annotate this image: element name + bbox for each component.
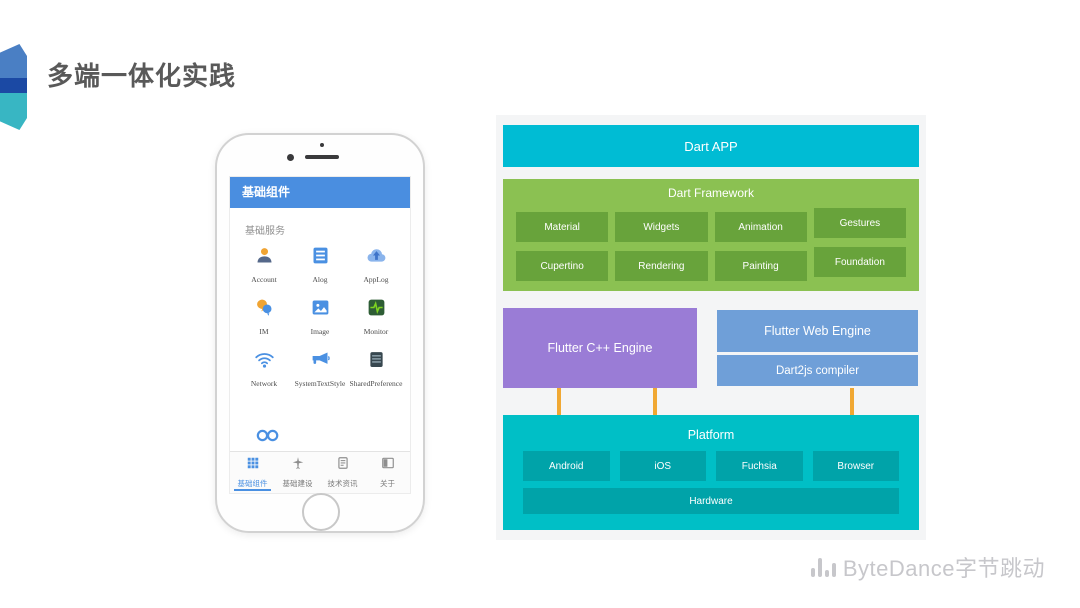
platform-layer: Platform Android iOS Fuchsia Browser Har… — [503, 415, 919, 530]
dart-app-layer: Dart APP — [503, 125, 919, 167]
framework-row: Material Widgets Animation Gestures — [516, 208, 906, 242]
framework-block-material: Material — [516, 212, 609, 242]
phone-mockup: 基础组件 基础服务 Account Alog AppLog — [215, 133, 425, 533]
platform-block-fuchsia: Fuchsia — [716, 451, 803, 481]
tab-components[interactable]: 基础组件 — [230, 452, 275, 493]
app-body: 基础服务 Account Alog AppLog — [230, 208, 410, 451]
tab-about[interactable]: 关于 — [365, 452, 410, 493]
framework-block-widgets: Widgets — [615, 212, 708, 242]
framework-block-painting: Painting — [714, 251, 807, 281]
framework-block-gestures: Gestures — [813, 208, 906, 238]
camera-dot — [287, 154, 294, 161]
shared-preference-icon — [366, 349, 387, 375]
platform-block-browser: Browser — [812, 451, 899, 481]
flutter-cpp-engine-block: Flutter C++ Engine — [503, 308, 697, 388]
framework-row: Cupertino Rendering Painting Foundation — [516, 247, 906, 281]
flutter-web-engine-block: Flutter Web Engine — [717, 310, 918, 352]
grid-item-network[interactable]: Network — [236, 349, 292, 388]
corner-decoration — [0, 44, 27, 130]
grid-item-label: SystemTextStyle — [294, 379, 346, 388]
grid-item-shared-preference[interactable]: SharedPreference — [348, 349, 404, 388]
image-icon — [310, 297, 331, 323]
grid-item-label: Account — [251, 275, 277, 284]
tab-tech-news[interactable]: 技术资讯 — [320, 452, 365, 493]
logo-text: ByteDance字节跳动 — [842, 556, 1045, 581]
system-text-style-icon — [310, 349, 331, 375]
grid-item-label: Monitor — [363, 327, 389, 336]
flutter-architecture-diagram: Dart APP Dart Framework Material Widgets… — [496, 115, 926, 540]
bottom-tab-bar: 基础组件 基础建设 技术资讯 关于 — [230, 451, 410, 493]
grid-item-label: Image — [310, 327, 330, 336]
dart-framework-layer: Dart Framework Material Widgets Animatio… — [503, 179, 919, 291]
slide-title: 多端一体化实践 — [47, 61, 237, 91]
section-title: 基础服务 — [245, 226, 285, 237]
app-header-bar: 基础组件 — [230, 177, 410, 208]
tab-infrastructure[interactable]: 基础建设 — [275, 452, 320, 493]
soundwave-bars-icon — [810, 557, 836, 577]
platform-title: Platform — [687, 428, 735, 442]
framework-block-rendering: Rendering — [615, 251, 708, 281]
framework-title: Dart Framework — [667, 186, 754, 200]
grid-item-applog[interactable]: AppLog — [348, 245, 404, 284]
grid-icon — [246, 456, 260, 475]
service-icon-grid: Account Alog AppLog IM — [230, 241, 410, 388]
grid-item-partial[interactable] — [256, 429, 280, 447]
grid-item-label: SharedPreference — [349, 379, 403, 388]
contact-book-icon — [381, 456, 395, 475]
grid-item-alog[interactable]: Alog — [292, 245, 348, 284]
framework-block-cupertino: Cupertino — [516, 251, 609, 281]
grid-item-im[interactable]: IM — [236, 297, 292, 336]
bytedance-logo: ByteDance字节跳动 — [810, 551, 1045, 583]
hardware-block: Hardware — [523, 488, 899, 514]
network-icon — [254, 349, 275, 375]
airplane-icon — [291, 456, 305, 475]
platform-block-android: Android — [523, 451, 610, 481]
grid-item-monitor[interactable]: Monitor — [348, 297, 404, 336]
grid-item-label: Network — [250, 379, 278, 388]
grid-item-label: Alog — [312, 275, 328, 284]
grid-item-label: AppLog — [363, 275, 389, 284]
phone-screen: 基础组件 基础服务 Account Alog AppLog — [229, 176, 411, 494]
grid-item-label: IM — [259, 327, 269, 336]
monitor-icon — [366, 297, 387, 323]
framework-block-animation: Animation — [714, 212, 807, 242]
im-icon — [254, 297, 275, 323]
platform-block-ios: iOS — [619, 451, 706, 481]
home-button[interactable] — [302, 493, 340, 531]
framework-block-foundation: Foundation — [813, 247, 906, 277]
tab-label: 关于 — [380, 479, 395, 488]
book-icon — [336, 456, 350, 475]
grid-item-account[interactable]: Account — [236, 245, 292, 284]
tab-label: 基础组件 — [237, 479, 268, 488]
sensor-dot — [320, 143, 324, 147]
tab-label: 基础建设 — [282, 479, 313, 488]
alog-icon — [310, 245, 331, 271]
applog-icon — [366, 245, 387, 271]
speaker-slot — [305, 155, 339, 159]
grid-item-system-text-style[interactable]: SystemTextStyle — [292, 349, 348, 388]
rings-icon — [256, 429, 280, 446]
account-icon — [254, 245, 275, 271]
dart2js-compiler-block: Dart2js compiler — [717, 355, 918, 386]
tab-label: 技术资讯 — [327, 479, 358, 488]
platform-row: Android iOS Fuchsia Browser — [523, 451, 899, 481]
grid-item-image[interactable]: Image — [292, 297, 348, 336]
